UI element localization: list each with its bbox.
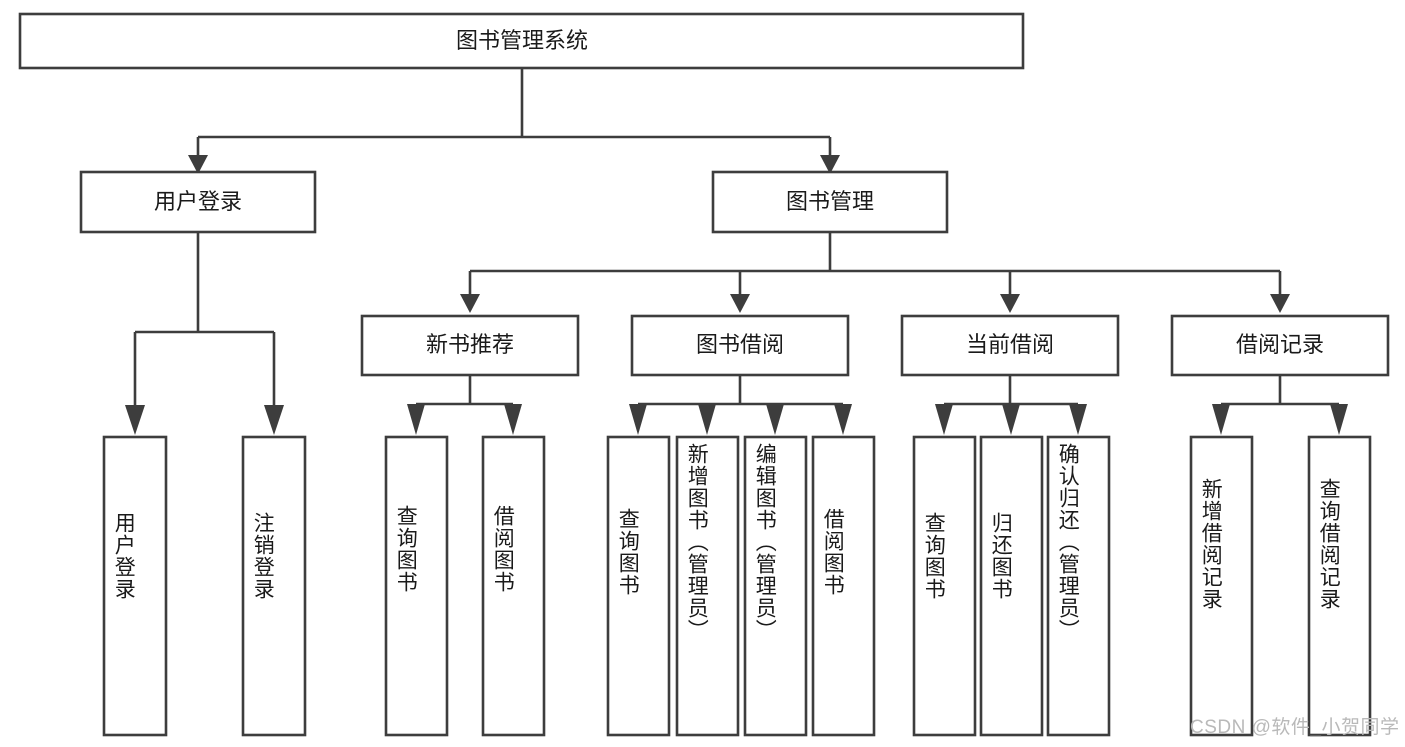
arrowhead-current-borrow xyxy=(1000,294,1020,313)
arrowhead-currentborrow-leaf3 xyxy=(1069,404,1087,435)
arrowhead-userlogin-leaf2 xyxy=(264,405,284,435)
arrowhead-bookborrow-leaf3 xyxy=(766,404,784,435)
node-new-book-box[interactable] xyxy=(360,314,580,377)
arrowhead-book-borrow xyxy=(730,294,750,313)
leaf-box-book-borrow-3[interactable] xyxy=(743,435,808,737)
leaf-box-book-borrow-2[interactable] xyxy=(675,435,740,737)
leaf-box-user-login-1[interactable] xyxy=(102,435,168,737)
node-user-login-label: 用户登录 xyxy=(154,189,242,214)
node-layer: 图书管理系统 用户登录 图书管理 新书推荐 图书借阅 当前借阅 借阅记录 xyxy=(18,12,1390,737)
arrowhead-newbook-leaf1 xyxy=(407,404,425,435)
node-current-borrow-label: 当前借阅 xyxy=(966,332,1054,357)
leaf-box-book-borrow-1[interactable] xyxy=(606,435,671,737)
node-book-borrow-label: 图书借阅 xyxy=(696,332,784,357)
arrowhead-currentborrow-leaf1 xyxy=(935,404,953,435)
arrowhead-book-manage xyxy=(820,155,840,174)
leaf-box-new-book-2[interactable] xyxy=(481,435,546,737)
node-book-manage-box[interactable] xyxy=(711,170,949,234)
arrowhead-bookborrow-leaf2 xyxy=(698,404,716,435)
node-borrow-record-label: 借阅记录 xyxy=(1236,332,1324,357)
arrowhead-layer xyxy=(125,155,1348,435)
arrowhead-userlogin-leaf1 xyxy=(125,405,145,435)
node-current-borrow-box[interactable] xyxy=(900,314,1120,377)
leaf-box-current-borrow-2[interactable] xyxy=(979,435,1044,737)
arrowhead-user-login xyxy=(188,155,208,174)
leaf-box-borrow-record-1[interactable] xyxy=(1189,435,1254,737)
arrowhead-currentborrow-leaf2 xyxy=(1002,404,1020,435)
leaf-box-current-borrow-1[interactable] xyxy=(912,435,977,737)
arrowhead-bookborrow-leaf1 xyxy=(629,404,647,435)
leaf-box-current-borrow-3[interactable] xyxy=(1046,435,1111,737)
node-book-manage-label: 图书管理 xyxy=(786,189,874,214)
leaf-box-new-book-1[interactable] xyxy=(384,435,449,737)
node-borrow-record-box[interactable] xyxy=(1170,314,1390,377)
node-new-book-label: 新书推荐 xyxy=(426,332,514,357)
watermark-text: CSDN @软件_小贺同学 xyxy=(1190,717,1400,738)
arrowhead-borrow-record xyxy=(1270,294,1290,313)
leaf-box-user-login-2[interactable] xyxy=(241,435,307,737)
arrowhead-new-book xyxy=(460,294,480,313)
leaf-box-book-borrow-4[interactable] xyxy=(811,435,876,737)
arrowhead-borrowrecord-leaf1 xyxy=(1212,404,1230,435)
node-book-borrow-box[interactable] xyxy=(630,314,850,377)
node-root-box[interactable] xyxy=(18,12,1025,70)
node-user-login-box[interactable] xyxy=(79,170,317,234)
leaf-box-borrow-record-2[interactable] xyxy=(1307,435,1372,737)
arrowhead-borrowrecord-leaf2 xyxy=(1330,404,1348,435)
arrowhead-newbook-leaf2 xyxy=(504,404,522,435)
arrowhead-bookborrow-leaf4 xyxy=(834,404,852,435)
node-root-label: 图书管理系统 xyxy=(456,28,588,53)
